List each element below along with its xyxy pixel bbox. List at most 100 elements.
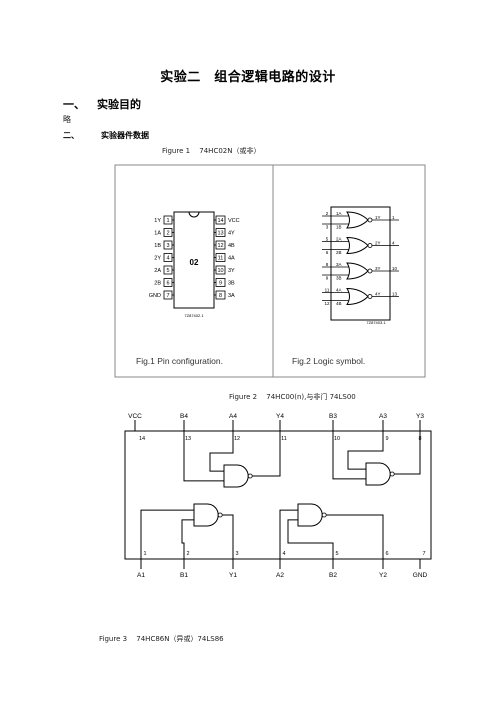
input-label: 1A xyxy=(336,211,342,216)
pin-label: 3B xyxy=(228,281,235,287)
pin-number: 5 xyxy=(326,237,329,242)
nor-gate xyxy=(346,287,369,306)
pin-number: 12 xyxy=(234,436,240,442)
nand-gate xyxy=(365,462,391,486)
pin-label: 1Y xyxy=(154,218,161,224)
pin-number: 2 xyxy=(326,211,329,216)
section-label: 实验目的 xyxy=(97,98,141,111)
pin-number: 9 xyxy=(219,281,222,287)
pin-number: 6 xyxy=(385,551,388,557)
pin-label: 1A xyxy=(154,231,161,237)
ic-package xyxy=(124,430,432,560)
input-label: 1B xyxy=(336,225,342,230)
chip-notch xyxy=(188,211,200,218)
pin-number: 4 xyxy=(282,551,285,557)
page-title: 实验二 组合逻辑电路的设计 xyxy=(160,70,336,85)
pin-config-caption: Fig.1 Pin configuration. xyxy=(136,356,223,366)
pin-number: 11 xyxy=(281,436,287,442)
nor-gate xyxy=(346,236,369,255)
pin-box xyxy=(215,278,226,287)
pin-label: GND xyxy=(149,293,161,299)
nor-gate xyxy=(346,211,369,229)
input-label: 3A xyxy=(336,262,342,267)
pin-number: 10 xyxy=(217,268,223,274)
pin-label: A3 xyxy=(379,413,387,420)
output-label: 1Y xyxy=(375,215,381,220)
pin-label: 4A xyxy=(228,256,235,262)
pin-number: 4 xyxy=(166,256,169,262)
pin-label: B4 xyxy=(180,413,188,420)
input-label: 3B xyxy=(336,276,342,281)
pin-box xyxy=(215,290,226,300)
output-label: 2Y xyxy=(375,240,381,245)
pin-number: 10 xyxy=(334,436,340,442)
pin-number: 1 xyxy=(143,551,146,557)
figure1-caption: Figure 1 74HC02N（或非） xyxy=(162,147,261,155)
input-label: 4B xyxy=(336,301,342,306)
pin-label: 1B xyxy=(154,243,161,249)
pin-label: Y1 xyxy=(229,572,237,579)
inverter-bubble xyxy=(321,512,327,518)
pin-number: 13 xyxy=(392,291,398,296)
pin-number: 8 xyxy=(326,262,329,267)
inverter-bubble xyxy=(217,512,223,518)
pin-number: 13 xyxy=(217,231,223,237)
pin-label: Y4 xyxy=(276,413,284,420)
section-heading-components: 二、实验器件数据 xyxy=(63,130,149,141)
inverter-bubble xyxy=(367,243,373,248)
pin-label: B2 xyxy=(329,572,337,579)
pin-number: 12 xyxy=(324,301,330,306)
section-heading-purpose: 一、实验目的 xyxy=(63,96,141,112)
pin-number: 8 xyxy=(219,293,222,299)
inverter-bubble xyxy=(367,217,373,223)
pin-number: 7 xyxy=(166,293,169,299)
input-label: 2A xyxy=(336,237,342,242)
part-code: 7Z87402.1 xyxy=(184,313,204,318)
pin-number: 3 xyxy=(166,243,169,249)
pin-number: 3 xyxy=(235,551,238,557)
pin-label: 2Y xyxy=(154,256,161,262)
pin-label: VCC xyxy=(228,218,240,224)
nor-gate xyxy=(346,262,369,280)
pin-number: 13 xyxy=(185,436,191,442)
section-label: 实验器件数据 xyxy=(101,131,149,140)
pin-label: B3 xyxy=(329,413,337,420)
pin-label: A4 xyxy=(229,413,237,420)
pin-number: 11 xyxy=(218,256,224,262)
pin-label: VCC xyxy=(128,413,142,420)
pin-box xyxy=(215,253,226,262)
pin-number: 1 xyxy=(166,218,169,224)
pin-number: 7 xyxy=(422,551,425,557)
pin-number: 4 xyxy=(392,240,395,245)
logic-symbol-caption: Fig.2 Logic symbol. xyxy=(292,356,365,366)
pin-number: 3 xyxy=(326,225,329,230)
section-number: 一、 xyxy=(63,98,85,111)
output-label: 4Y xyxy=(375,291,381,296)
pin-number: 9 xyxy=(385,436,388,442)
figure3-caption: Figure 3 74HC86N（异或）74LS86 xyxy=(99,635,224,643)
figure2-caption: Figure 2 74HC00(n),与非门 74LS00 xyxy=(229,393,356,401)
pin-box xyxy=(215,228,226,237)
omitted-text: 略 xyxy=(63,115,71,124)
input-label: 2B xyxy=(336,250,342,255)
output-label: 3Y xyxy=(375,266,381,271)
pin-label: 4Y xyxy=(228,231,235,237)
pin-label: 3Y xyxy=(228,268,235,274)
pin-box xyxy=(215,240,226,250)
inverter-bubble xyxy=(367,268,373,274)
pin-number: 2 xyxy=(186,551,189,557)
pin-number: 1 xyxy=(392,215,395,220)
pin-label: Y2 xyxy=(379,572,387,579)
pin-label: Y3 xyxy=(416,413,424,420)
pin-label: 2A xyxy=(154,268,161,274)
pin-number: 5 xyxy=(335,551,338,557)
pin-number: 12 xyxy=(217,243,223,249)
pin-box xyxy=(215,265,226,275)
pin-label: A2 xyxy=(276,572,284,579)
pin-number: 2 xyxy=(166,231,169,237)
part-code: 7Z87403.1 xyxy=(366,320,386,325)
